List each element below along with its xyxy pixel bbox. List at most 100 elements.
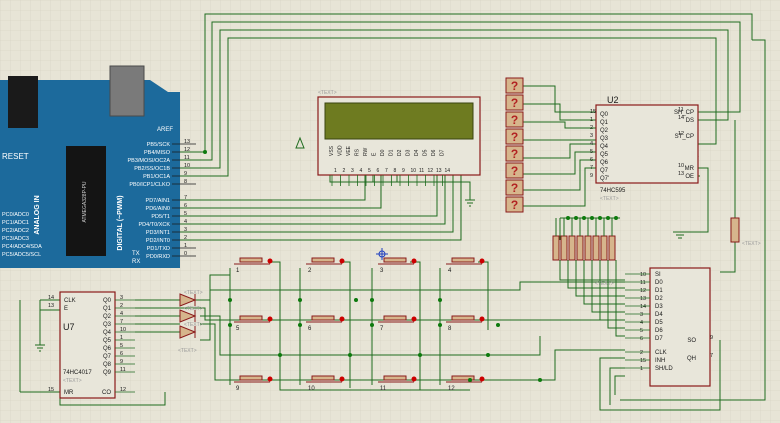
u7-body (59, 291, 116, 399)
resistor-array[interactable] (552, 218, 616, 261)
logic-probe-box (505, 196, 524, 213)
lcd-pin-name: VEE (346, 145, 352, 156)
key-switch-cap (451, 257, 475, 263)
logic-probes: ???????? (505, 77, 524, 213)
u2-ref: U2 (607, 95, 619, 105)
key-switch-led-icon (411, 258, 417, 264)
lcd-pin-number: 4 (360, 168, 363, 174)
key-switch-led-icon (267, 376, 273, 382)
arduino-analog-pin: PC2/ADC2 (2, 228, 29, 234)
u3-shift-register[interactable]: SI10D011D112D213D314D43D54D65D76CLK2INH1… (625, 267, 713, 387)
u3-pin-number: 14 (640, 304, 646, 310)
u3-pin-name: INH (655, 358, 665, 364)
arduino-pin-name: PB0/ICP1/CLKO (129, 182, 170, 188)
wire-junction-dot (606, 216, 610, 220)
arduino-analog-pin: PC3/ADC3 (2, 236, 29, 242)
u7-pin-name: Q7 (103, 354, 112, 360)
wire-junction-dot (566, 216, 570, 220)
logic-probe-box (505, 179, 524, 196)
key-switch-led-icon (339, 258, 345, 264)
lcd-pin-name: RS (355, 148, 361, 156)
atmega-label: ATMEGA328P-PU (82, 181, 88, 222)
key-switch-cap (311, 315, 335, 321)
diode-text: <TEXT> (184, 290, 203, 296)
key-switch-cap (239, 257, 263, 263)
arduino-pin-name: PD0/RXD (146, 254, 170, 260)
logic-probe-box (505, 128, 524, 145)
key-switch-label: 7 (380, 326, 384, 332)
arduino-pin-number: 8 (184, 179, 187, 185)
wire-junction-dot (278, 353, 282, 357)
lcd-pin-name: D4 (414, 149, 420, 156)
wire-junction-dot (348, 353, 352, 357)
u7-pin-number: 7 (120, 319, 123, 325)
arduino-pin-name: PB2/SS/OC1B (134, 166, 170, 172)
key-switch-cap (239, 375, 263, 381)
diode-symbol (179, 325, 197, 339)
aref-label: AREF (157, 127, 173, 133)
key-switch-label: 12 (448, 386, 455, 392)
resistor-array-element (552, 235, 560, 261)
u2-pin-name: ST_CP (675, 134, 694, 140)
u3-pin-number: 13 (640, 296, 646, 302)
u2-pin-name: Q4 (600, 144, 609, 150)
arduino-pin-name: PB4/MISO (144, 150, 171, 156)
logic-probe-label: ? (511, 164, 518, 178)
lcd-screen (324, 102, 474, 140)
wire-junction-dot (574, 216, 578, 220)
u7-pin-number: 5 (120, 343, 123, 349)
u3-pin-name: SO (687, 338, 696, 344)
key-switch-label: 10 (308, 386, 315, 392)
u2-pin-number: 15 (590, 109, 596, 115)
resistor-array-element (560, 235, 568, 261)
u7-pin-name: Q3 (103, 322, 112, 328)
wire-junction-dot (298, 298, 302, 302)
lcd-pin-number: 13 (436, 168, 442, 174)
arduino-pin-number: 0 (184, 251, 187, 257)
u2-pin-name: Q6 (600, 160, 609, 166)
diodes[interactable]: <TEXT><TEXT><TEXT><TEXT> (178, 290, 203, 354)
arduino-pin-number: 2 (184, 235, 187, 241)
arduino-pin-number: 3 (184, 227, 187, 233)
lcd-pin-number: 6 (377, 168, 380, 174)
wire-junction-dot (614, 216, 618, 220)
resistor-array-element (576, 235, 584, 261)
lcd-display[interactable]: <TEXT> VSS1VDD2VEE3RS4RW5E6D07D18D29D310… (317, 90, 481, 186)
u7-pin-name: Q0 (103, 298, 112, 304)
u7-pin-number: 4 (120, 311, 123, 317)
resistor-right[interactable]: <TEXT> (730, 217, 761, 247)
wire-junction-dot (418, 353, 422, 357)
wire-junction-dot (298, 323, 302, 327)
u7-pin-name: Q4 (103, 330, 112, 336)
lcd-pin-name: D2 (397, 149, 403, 156)
key-switch-led-icon (479, 316, 485, 322)
analog-in-heading: ANALOG IN (34, 195, 41, 234)
wire-junction-dot (486, 353, 490, 357)
resistor-array-element (592, 235, 600, 261)
u7-ref: U7 (63, 322, 75, 332)
arduino-pin-name: PD7/AIN1 (146, 198, 170, 204)
arduino-pin-number: 9 (184, 171, 187, 177)
u3-pin-name: D2 (655, 296, 663, 302)
u3-pin-number: 4 (640, 320, 643, 326)
arduino-analog-pin: PC4/ADC4/SDA (2, 244, 42, 250)
u2-pin-number: 4 (590, 141, 593, 147)
resistor-array-element (568, 235, 576, 261)
logic-probe-box (505, 145, 524, 162)
arduino-board[interactable]: ATMEGA328P-PU RESET AREF DIGITAL (~PWM) … (0, 65, 196, 268)
u3-pin-number: 2 (640, 350, 643, 356)
resistor-array-text: <TEXT> (595, 281, 614, 287)
u2-74hc595[interactable]: U2 74HC595 <TEXT> Q015Q11Q22Q33Q44Q55Q66… (590, 95, 699, 202)
u2-pin-number: 9 (590, 173, 593, 179)
u2-pin-number: 10 (678, 163, 684, 169)
u7-pin-number: 12 (120, 387, 126, 393)
resistor-array-element (584, 235, 592, 261)
arduino-pin-name: PB3/MOSI/OC2A (128, 158, 171, 164)
u2-pin-name: Q7' (600, 176, 609, 182)
u3-pin-name: D5 (655, 320, 663, 326)
lcd-pin-name: D5 (423, 149, 429, 156)
wire-junction-dot (496, 323, 500, 327)
logic-probe-label: ? (511, 198, 518, 212)
